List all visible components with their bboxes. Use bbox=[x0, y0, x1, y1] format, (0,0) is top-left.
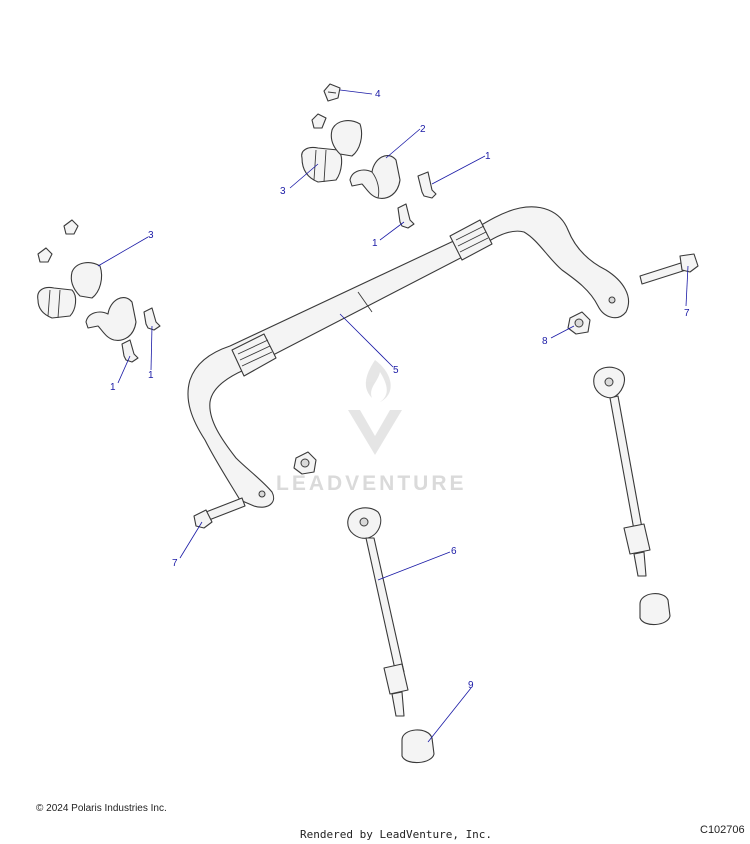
part-2-bushing-left[interactable] bbox=[85, 297, 137, 341]
part-7-bolt-right[interactable] bbox=[639, 253, 699, 285]
callout-4[interactable]: 4 bbox=[375, 89, 381, 100]
part-1-bolt-upper-a[interactable] bbox=[417, 171, 437, 199]
callout-2[interactable]: 2 bbox=[420, 124, 426, 135]
callout-3-left[interactable]: 3 bbox=[148, 230, 154, 241]
callouts: 4 2 1 3 1 3 7 8 5 1 1 6 7 9 bbox=[110, 89, 690, 691]
part-8-nut-right[interactable] bbox=[567, 311, 591, 335]
callout-7-left[interactable]: 7 bbox=[172, 558, 178, 569]
callout-1-upper-b[interactable]: 1 bbox=[372, 238, 378, 249]
part-1-bolt-left-a[interactable] bbox=[143, 307, 161, 331]
part-1-bolt-left-b[interactable] bbox=[121, 339, 139, 363]
rendered-by-credit: Rendered by LeadVenture, Inc. bbox=[300, 828, 493, 841]
part-5-stabilizer-bar[interactable] bbox=[187, 206, 630, 508]
part-3-bracket-upper[interactable] bbox=[301, 113, 363, 183]
part-7-bolt-left[interactable] bbox=[193, 497, 246, 529]
diagram-code: C102706 bbox=[700, 824, 745, 836]
callout-5[interactable]: 5 bbox=[393, 365, 399, 376]
part-6-end-link-center[interactable] bbox=[347, 507, 409, 717]
watermark-text: LEADVENTURE bbox=[276, 472, 467, 495]
callout-1-left-a[interactable]: 1 bbox=[110, 382, 116, 393]
watermark: LEADVENTURE bbox=[276, 360, 467, 495]
part-9-grommet-right[interactable] bbox=[639, 593, 671, 626]
callout-7-right[interactable]: 7 bbox=[684, 308, 690, 319]
part-9-grommet-center[interactable] bbox=[401, 729, 435, 764]
part-3-bracket-left[interactable] bbox=[37, 219, 103, 319]
callout-3-upper[interactable]: 3 bbox=[280, 186, 286, 197]
leader-lines bbox=[97, 89, 689, 743]
copyright-notice: © 2024 Polaris Industries Inc. bbox=[36, 803, 167, 814]
callout-9[interactable]: 9 bbox=[468, 680, 474, 691]
callout-1-left-b[interactable]: 1 bbox=[148, 370, 154, 381]
part-8-nut-left[interactable] bbox=[293, 451, 317, 475]
part-2-bushing-upper[interactable] bbox=[349, 155, 401, 199]
part-4-clip[interactable] bbox=[323, 83, 341, 102]
part-6-end-link-right[interactable] bbox=[593, 366, 651, 577]
callout-1-upper-a[interactable]: 1 bbox=[485, 151, 491, 162]
callout-8[interactable]: 8 bbox=[542, 336, 548, 347]
callout-6[interactable]: 6 bbox=[451, 546, 457, 557]
part-1-bolt-upper-b[interactable] bbox=[397, 203, 415, 229]
